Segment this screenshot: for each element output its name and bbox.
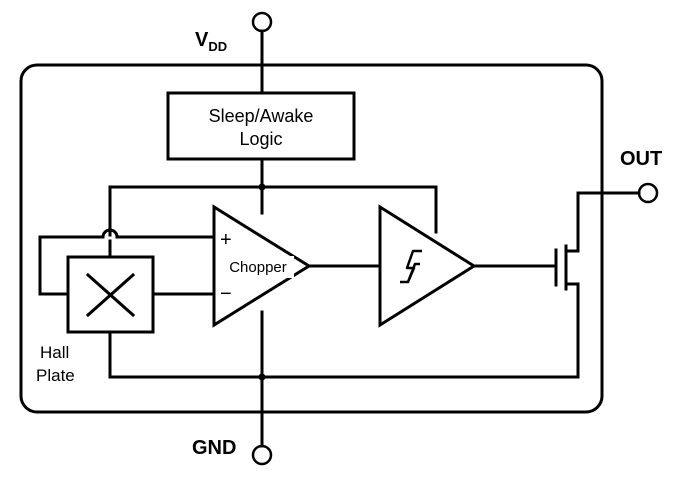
sleep-awake-logic-block [166, 91, 356, 161]
amp-minus-sign: − [220, 283, 232, 305]
hall-gnd-wire [108, 282, 580, 379]
hall-label-line2: Plate [36, 366, 75, 385]
amp-label-bg [222, 256, 294, 278]
package-outline [19, 63, 604, 414]
chopper-amplifier [212, 204, 312, 328]
hysteresis-icon [400, 249, 422, 284]
hall-label-line1: Hall [40, 343, 69, 362]
out-pin [637, 182, 659, 204]
schmitt-trigger [378, 204, 477, 328]
gnd-junction-dot [258, 373, 266, 381]
vdd-pin [251, 11, 273, 33]
amp-plus-sign: + [220, 229, 232, 251]
drain-to-out-wire [576, 191, 641, 253]
logic-label-line2: Logic [239, 129, 282, 149]
out-label: OUT [620, 148, 662, 170]
vdd-label: VDD [195, 29, 227, 54]
hall-cross-2 [85, 272, 136, 318]
gnd-pin [251, 444, 273, 466]
logic-label-line1: Sleep/Awake [209, 106, 314, 126]
amp-label: Chopper [229, 259, 287, 276]
hall-plus-wire [38, 228, 216, 296]
vdd-junction-dot [258, 183, 266, 191]
gnd-label: GND [192, 437, 236, 459]
